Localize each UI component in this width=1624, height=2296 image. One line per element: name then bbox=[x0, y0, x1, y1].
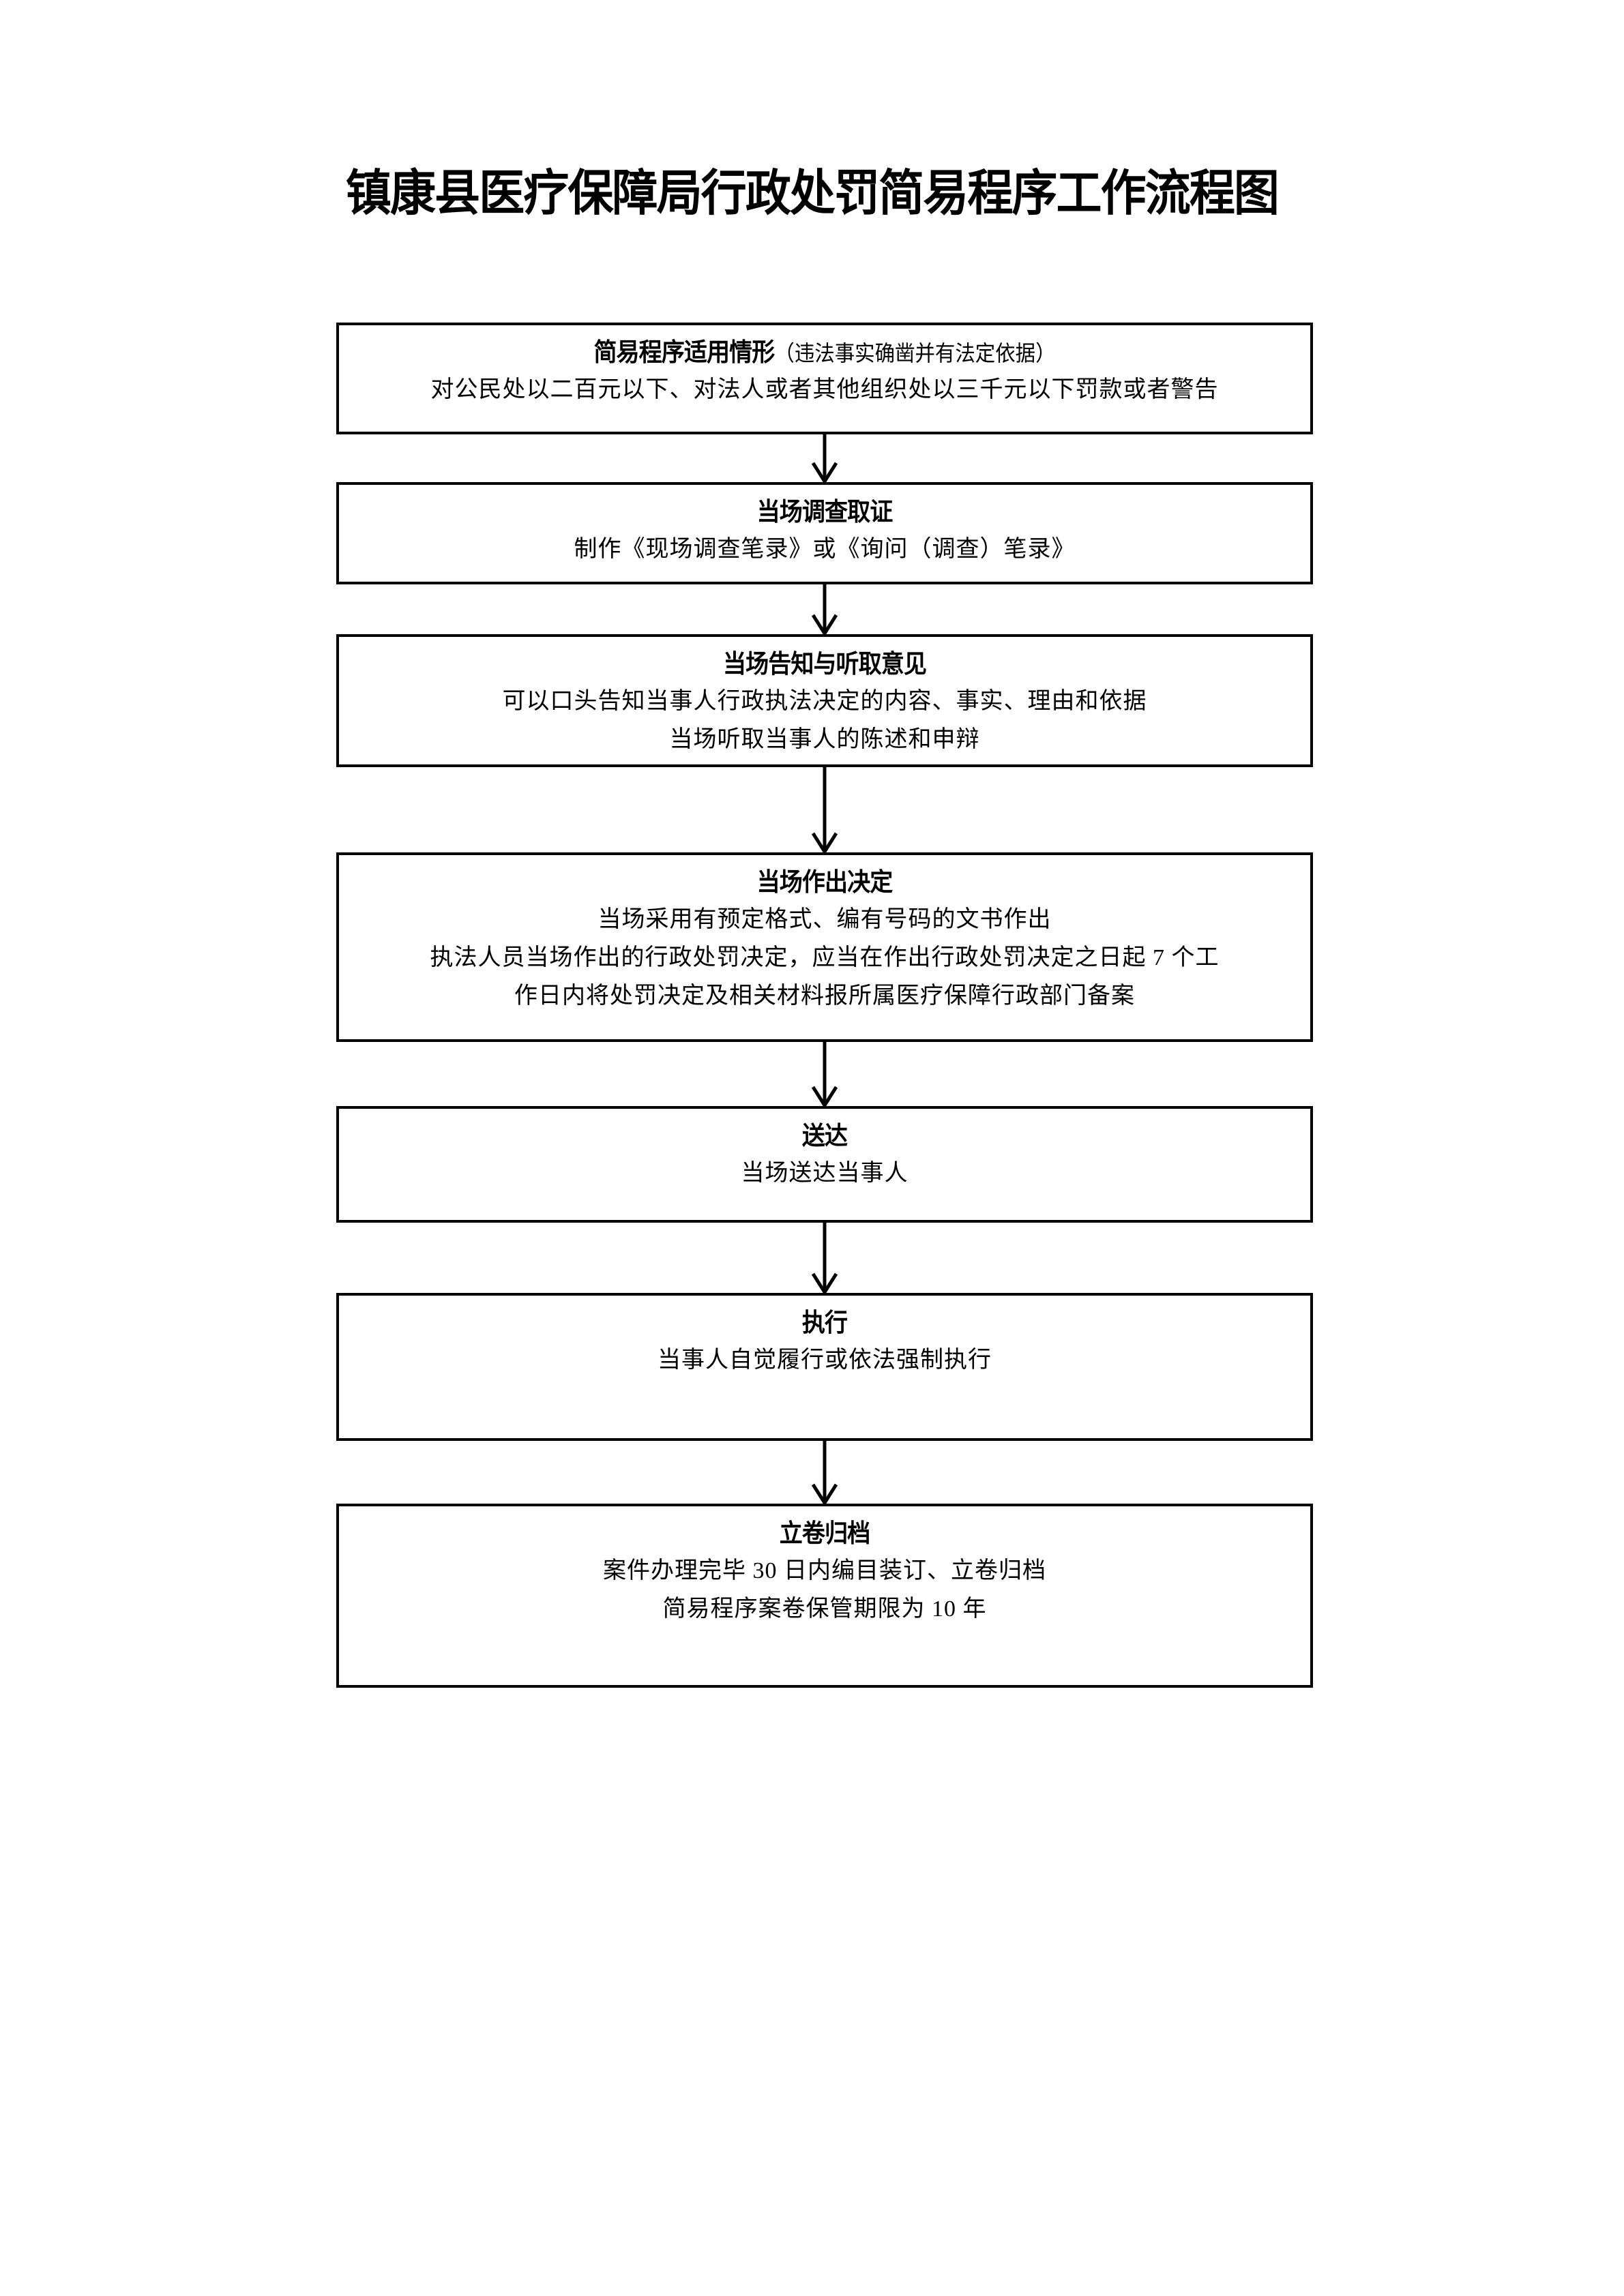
flow-node-filing-archive[interactable]: 立卷归档 案件办理完毕 30 日内编目装订、立卷归档 简易程序案卷保管期限为 1… bbox=[336, 1504, 1313, 1688]
flow-node-line: 对公民处以二百元以下、对法人或者其他组织处以三千元以下罚款或者警告 bbox=[430, 377, 1219, 402]
flow-node-title: 执行 bbox=[801, 1305, 848, 1341]
connector-arrow-6 bbox=[336, 1441, 1313, 1504]
flow-node-line: 执法人员当场作出的行政处罚决定，应当在作出行政处罚决定之日起 7 个工 bbox=[430, 945, 1220, 970]
flow-node-title-text: 当场作出决定 bbox=[756, 868, 894, 896]
flow-node-title: 当场调查取证 bbox=[756, 494, 894, 531]
connector-arrow-1 bbox=[336, 434, 1313, 482]
flow-node-title: 当场作出决定 bbox=[756, 865, 894, 901]
connector-arrow-3 bbox=[336, 767, 1313, 852]
flow-node-service[interactable]: 送达 当场送达当事人 bbox=[336, 1106, 1313, 1223]
flow-node-line: 当事人自觉履行或依法强制执行 bbox=[658, 1347, 992, 1373]
connector-arrow-5 bbox=[336, 1223, 1313, 1293]
flow-node-title: 当场告知与听取意见 bbox=[722, 646, 927, 683]
connector-arrow-2 bbox=[336, 584, 1313, 634]
flow-node-line: 当场采用有预定格式、编有号码的文书作出 bbox=[597, 907, 1052, 932]
connector-arrow-4 bbox=[336, 1042, 1313, 1106]
flow-node-enforcement[interactable]: 执行 当事人自觉履行或依法强制执行 bbox=[336, 1293, 1313, 1441]
flow-node-line: 当场听取当事人的陈述和申辩 bbox=[669, 727, 980, 752]
flow-node-applicable-scope[interactable]: 简易程序适用情形（违法事实确凿并有法定依据） 对公民处以二百元以下、对法人或者其… bbox=[336, 323, 1313, 434]
flow-node-onsite-investigation[interactable]: 当场调查取证 制作《现场调查笔录》或《询问（调查）笔录》 bbox=[336, 482, 1313, 584]
flow-node-title-text: 当场调查取证 bbox=[756, 498, 894, 526]
flow-node-line: 作日内将处罚决定及相关材料报所属医疗保障行政部门备案 bbox=[514, 983, 1135, 1009]
flow-node-title-text: 当场告知与听取意见 bbox=[722, 650, 927, 678]
flow-node-title-text: 立卷归档 bbox=[779, 1519, 870, 1547]
flow-node-title-text: 简易程序适用情形 bbox=[593, 338, 775, 366]
flow-node-line: 制作《现场调查笔录》或《询问（调查）笔录》 bbox=[574, 537, 1076, 562]
flow-node-title: 立卷归档 bbox=[780, 1516, 870, 1552]
flow-node-title-paren: （违法事实确凿并有法定依据） bbox=[774, 341, 1056, 366]
page-title: 镇康县医疗保障局行政处罚简易程序工作流程图 bbox=[345, 166, 1280, 221]
flow-node-title: 简易程序适用情形（违法事实确凿并有法定依据） bbox=[593, 335, 1055, 371]
flow-node-title-text: 执行 bbox=[801, 1309, 848, 1337]
flow-node-line: 当场送达当事人 bbox=[741, 1161, 909, 1186]
flow-node-notify-and-hear[interactable]: 当场告知与听取意见 可以口头告知当事人行政执法决定的内容、事实、理由和依据 当场… bbox=[336, 634, 1313, 767]
flow-node-onsite-decision[interactable]: 当场作出决定 当场采用有预定格式、编有号码的文书作出 执法人员当场作出的行政处罚… bbox=[336, 852, 1313, 1042]
flow-node-title: 送达 bbox=[801, 1118, 848, 1154]
flow-node-title-text: 送达 bbox=[801, 1122, 848, 1150]
flow-node-line: 简易程序案卷保管期限为 10 年 bbox=[662, 1596, 987, 1622]
flowchart: 简易程序适用情形（违法事实确凿并有法定依据） 对公民处以二百元以下、对法人或者其… bbox=[336, 323, 1313, 1688]
flow-node-line: 可以口头告知当事人行政执法决定的内容、事实、理由和依据 bbox=[502, 689, 1147, 714]
flow-node-line: 案件办理完毕 30 日内编目装订、立卷归档 bbox=[603, 1558, 1046, 1583]
